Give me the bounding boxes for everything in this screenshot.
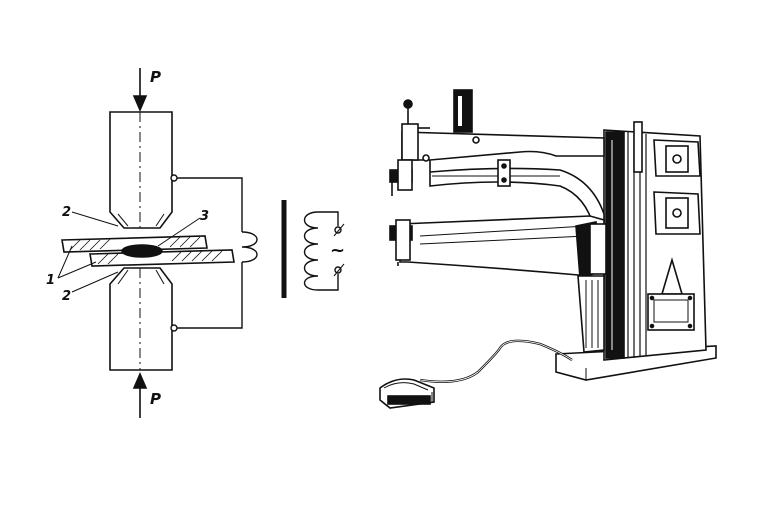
- spot-welding-machine-icon: [379, 89, 717, 409]
- weld-nugget: [121, 244, 163, 258]
- label-electrode-top: 2: [62, 205, 71, 220]
- pedal-cable: [419, 339, 573, 383]
- label-electrode-bottom: 2: [62, 289, 71, 304]
- circuit-wiring: [170, 174, 258, 332]
- upper-arm: [389, 89, 605, 229]
- ac-symbol: ~: [330, 240, 345, 261]
- force-label-top: P: [150, 68, 161, 86]
- control-panel: [647, 139, 701, 331]
- leader-sheet-lower: [57, 261, 97, 279]
- lower-arm: [389, 215, 607, 353]
- top-force-arrow: [132, 68, 148, 113]
- primary-winding: [303, 211, 345, 291]
- bottom-force-arrow: [132, 371, 148, 418]
- leader-sheet-upper: [57, 245, 73, 279]
- foot-pedal-icon: [379, 378, 435, 409]
- leader-electrode-bottom: [71, 271, 119, 293]
- bottom-electrode: [109, 267, 173, 371]
- welding-schematic: P: [46, 68, 345, 418]
- top-electrode: [109, 111, 173, 229]
- label-weld-nugget: 3: [200, 209, 209, 224]
- leader-electrode-top: [71, 211, 119, 227]
- leader-nugget: [157, 217, 201, 247]
- force-label-bottom: P: [150, 390, 161, 408]
- label-sheets: 1: [46, 273, 55, 288]
